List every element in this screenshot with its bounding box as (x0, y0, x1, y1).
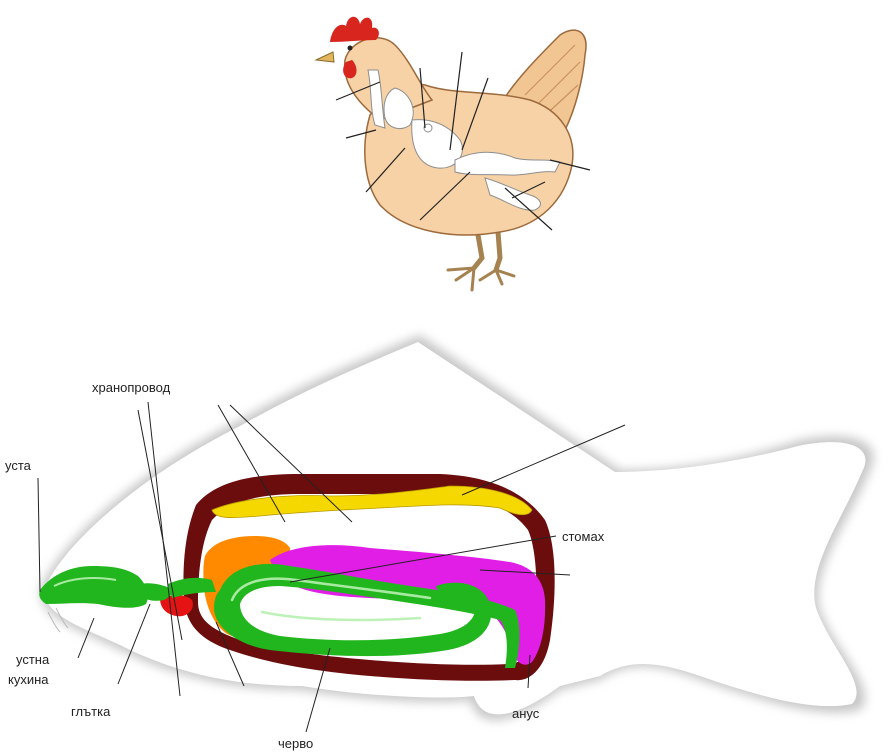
label-stomach: стомах (562, 529, 605, 544)
label-oral-cavity-line2: кухина (8, 672, 49, 687)
label-esophagus: хранопровод (92, 380, 171, 395)
hen-illustration (316, 17, 590, 290)
fish-illustration: уста хранопровод стомах устна кухина глъ… (5, 335, 874, 751)
label-intestine: черво (278, 736, 313, 751)
label-mouth: уста (5, 458, 32, 473)
label-oral-cavity-line1: устна (16, 652, 50, 667)
hen-eye (348, 46, 353, 51)
hen-beak (316, 52, 334, 62)
hen-comb (330, 17, 379, 42)
hen-legs (448, 232, 514, 290)
label-pharynx: глътка (71, 704, 111, 719)
label-anus: анус (512, 706, 540, 721)
